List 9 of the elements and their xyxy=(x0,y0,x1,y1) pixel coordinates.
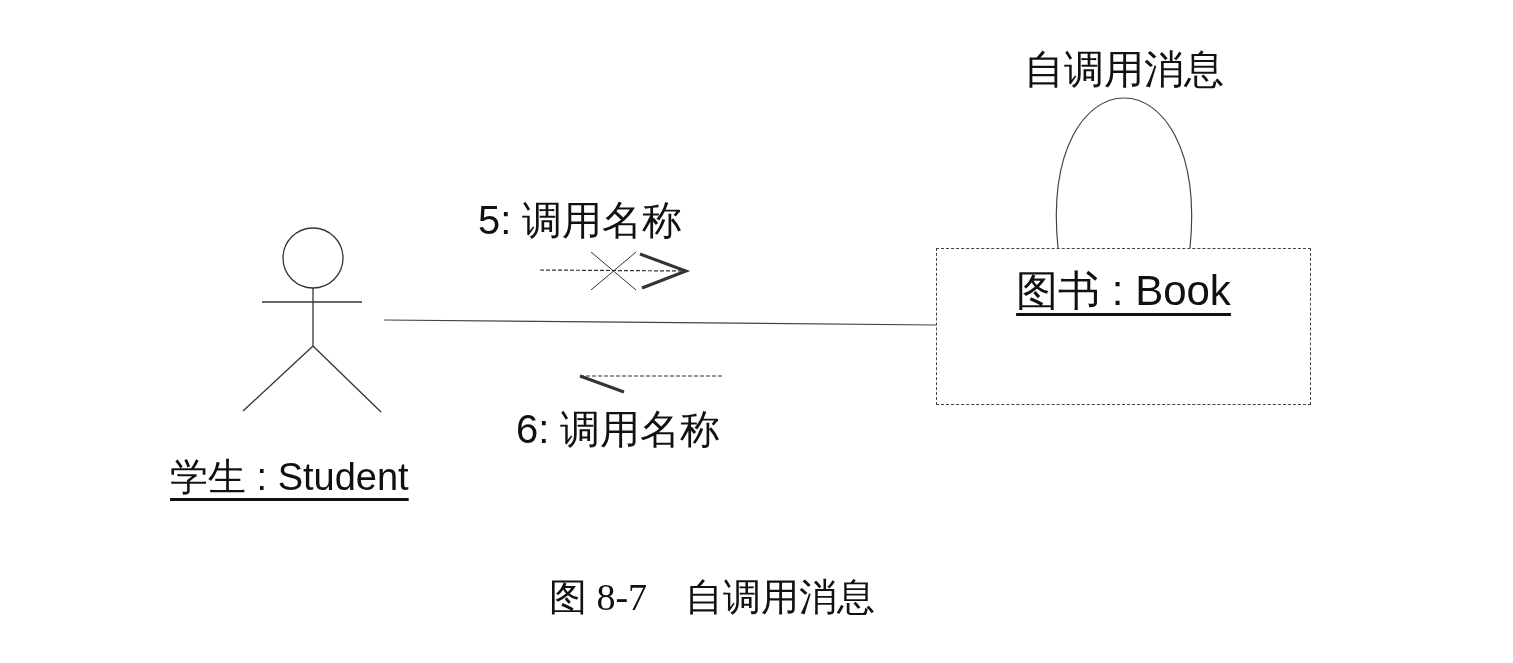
link-line xyxy=(383,319,937,326)
self-link xyxy=(1056,97,1192,249)
message-label: 5: 调用名称 xyxy=(478,197,683,244)
caption: 图 8-7 自调用消息 xyxy=(548,575,876,620)
object-box xyxy=(936,248,1311,405)
actor-name: 学生 : Student xyxy=(170,455,409,500)
object-name: 图书 : Book xyxy=(1016,266,1231,316)
actor-figure xyxy=(240,226,384,414)
message-label: 6: 调用名称 xyxy=(516,406,721,453)
